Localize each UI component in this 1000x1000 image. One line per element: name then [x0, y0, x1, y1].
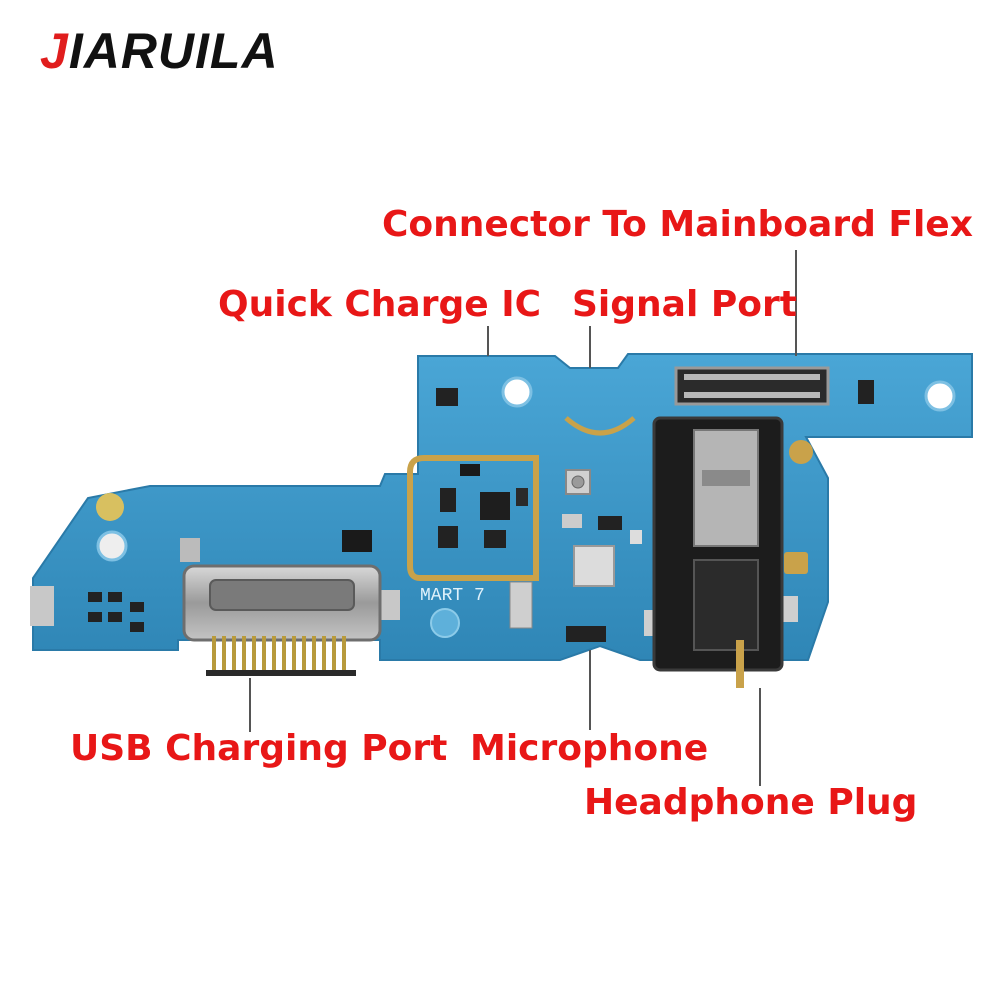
- component: [180, 538, 200, 562]
- leader-lines: [249, 250, 797, 786]
- component: [484, 530, 506, 548]
- label-usb-charging-port: USB Charging Port: [70, 728, 448, 769]
- component: [380, 590, 400, 620]
- component: [436, 388, 458, 406]
- component: [438, 526, 458, 548]
- component: [562, 514, 582, 528]
- microphone-component: [509, 581, 533, 629]
- component: [598, 516, 622, 530]
- gold-pad: [784, 552, 808, 574]
- mounting-hole: [96, 530, 128, 562]
- mounting-hole: [501, 376, 533, 408]
- connector-pins: [684, 374, 820, 398]
- antenna-trace: [564, 416, 636, 436]
- component: [516, 488, 528, 506]
- component: [780, 596, 798, 622]
- component-cluster: [88, 592, 144, 632]
- mounting-hole: [924, 380, 956, 412]
- gold-pad: [96, 493, 124, 521]
- brand-logo-rest: IARUILA: [68, 23, 279, 79]
- quick-charge-ic: [480, 492, 510, 520]
- label-microphone: Microphone: [470, 728, 709, 769]
- label-connector-to-mainboard-flex: Connector To Mainboard Flex: [382, 204, 973, 245]
- component: [440, 488, 456, 512]
- microphone-hole: [566, 626, 606, 642]
- component: [630, 530, 642, 544]
- mainboard-flex-connector: [674, 366, 830, 406]
- usb-pins: [212, 636, 346, 674]
- test-pad: [430, 608, 460, 638]
- component: [460, 464, 480, 476]
- component: [573, 545, 615, 587]
- component: [858, 380, 874, 404]
- label-quick-charge-ic: Quick Charge IC: [218, 284, 542, 325]
- component: [342, 530, 372, 552]
- gold-pad: [789, 440, 813, 464]
- label-headphone-plug: Headphone Plug: [584, 782, 918, 823]
- quick-charge-ic-area: [407, 455, 539, 581]
- component: [30, 586, 54, 626]
- label-signal-port: Signal Port: [572, 284, 797, 325]
- board-print: MART 7: [420, 586, 485, 606]
- brand-logo-first-letter: J: [40, 23, 69, 79]
- brand-logo: JIARUILA: [40, 22, 279, 80]
